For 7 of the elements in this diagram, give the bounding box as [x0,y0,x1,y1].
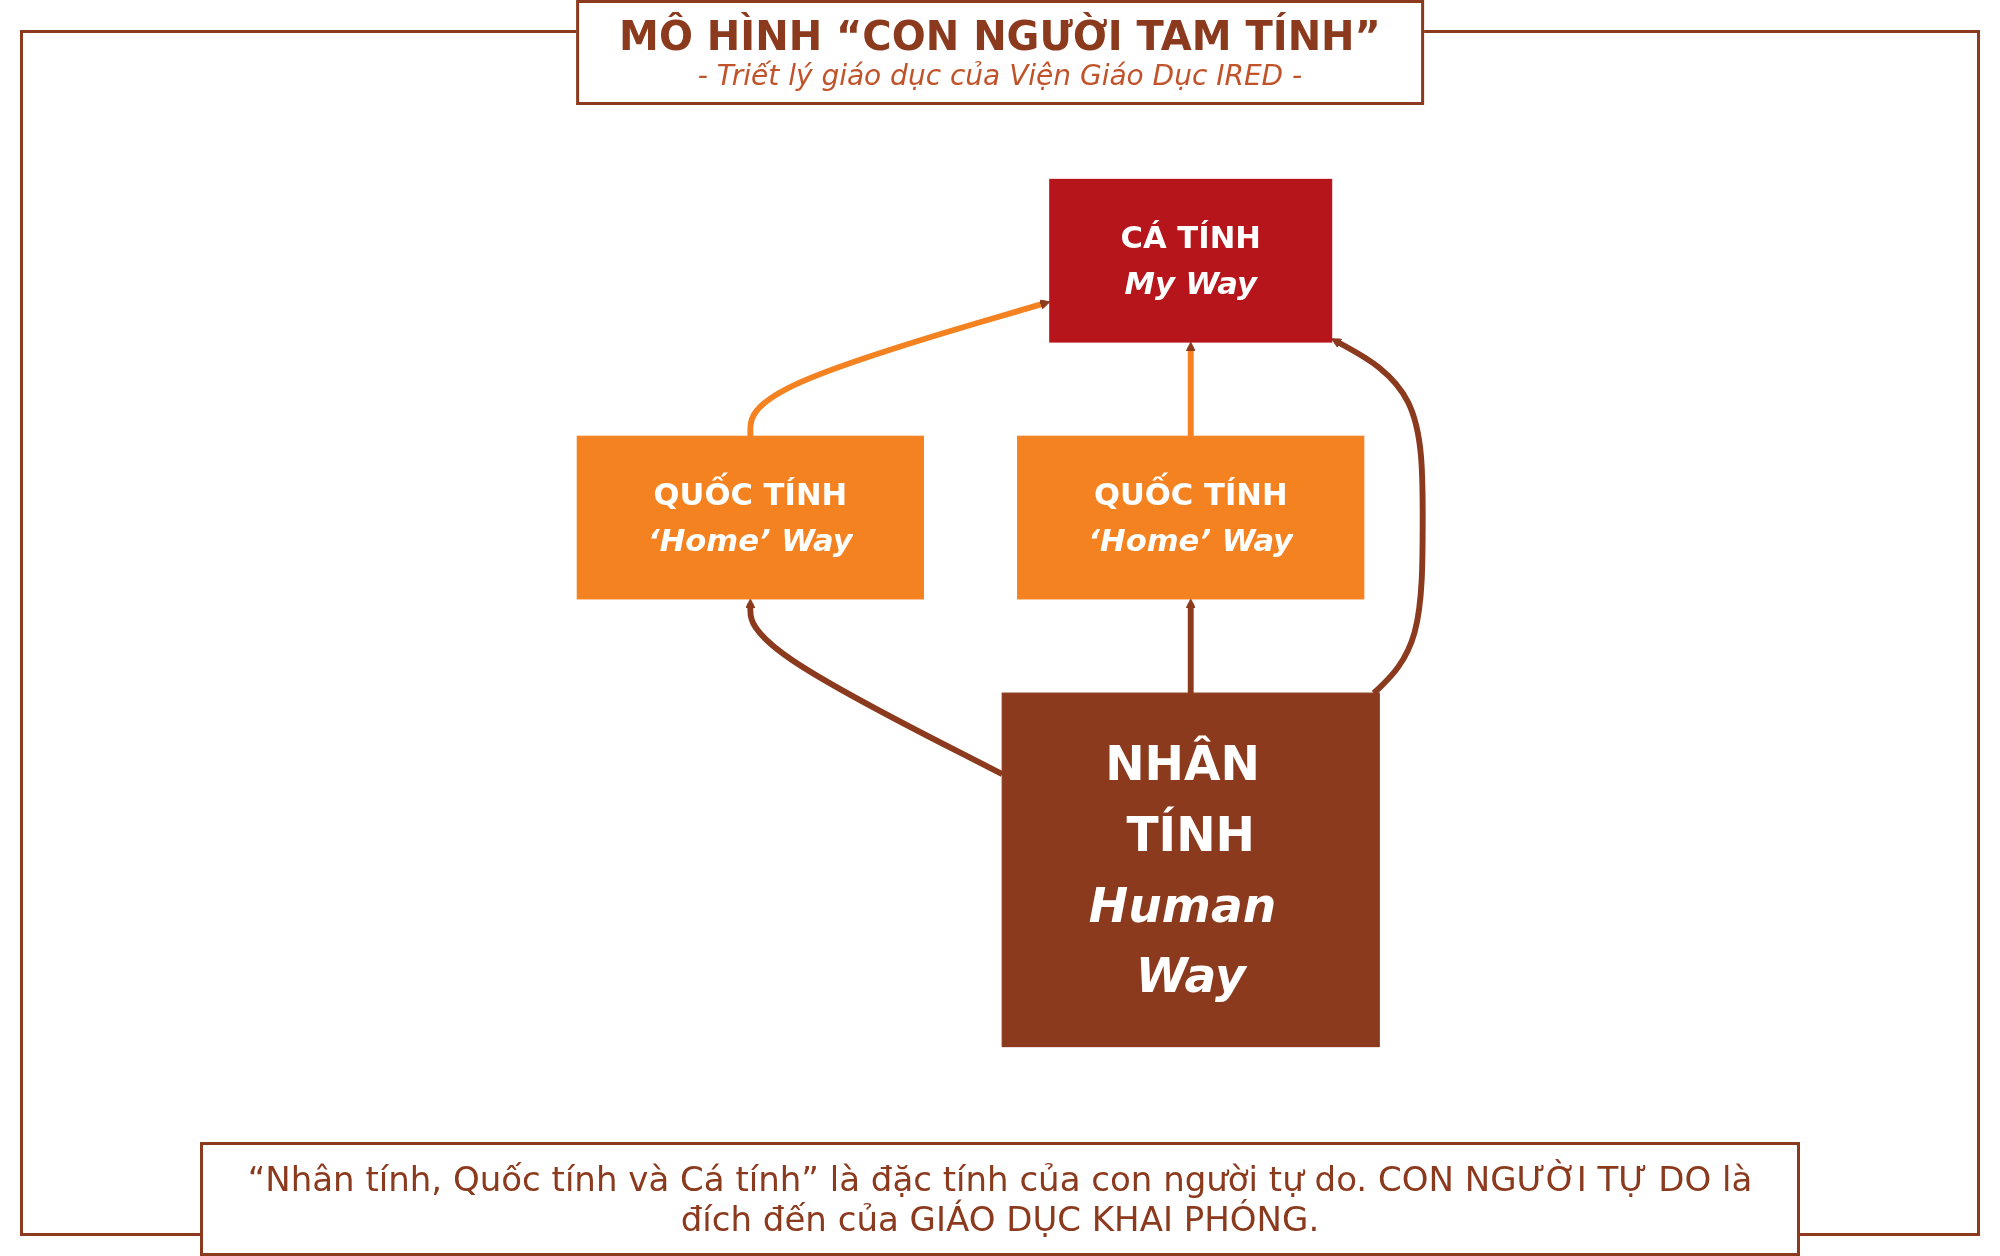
node-box: NHÂN TÍNH Human Way [1001,692,1380,1048]
caption: “Nhân tính, Quốc tính và Cá tính” là đặc tính của con người tự do. CON NGƯỜI TỰ DO là đích đến của GIÁO DỤC KHAI PHÓNG. [200,1142,1800,1256]
arrow [1185,341,1196,437]
diagram-title: MÔ HÌNH “CON NGƯỜI TAM TÍNH” [619,13,1381,59]
node-box: CÁ TÍNH My Way [1049,178,1333,343]
subtitle: - Triết lý giáo dục của Viện Giáo Dục IRED - [696,59,1304,92]
arrow [1185,598,1196,694]
